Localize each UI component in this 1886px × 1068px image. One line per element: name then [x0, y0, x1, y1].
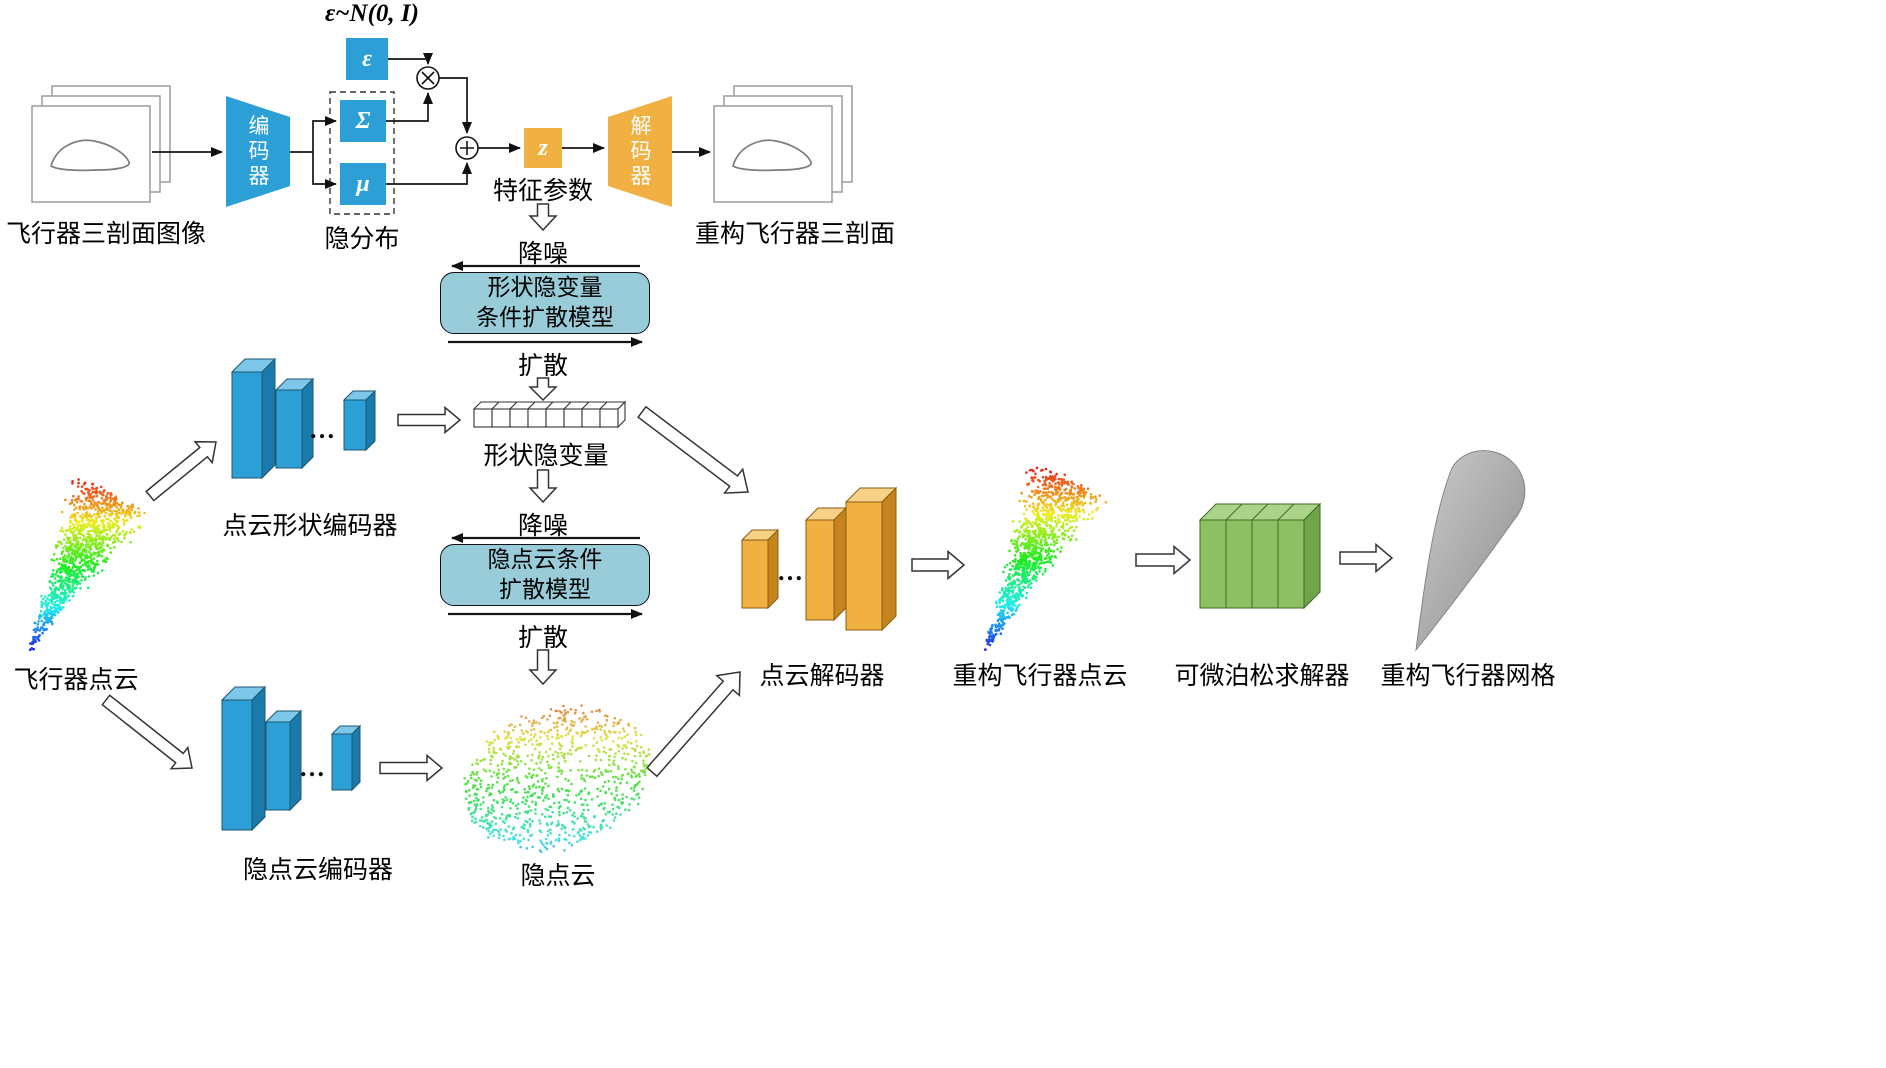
mu-box: μ	[340, 163, 386, 205]
shape-latent-cubes	[472, 400, 627, 429]
input-images-label: 飞行器三剖面图像	[5, 221, 207, 248]
latent-diffusion-line2: 扩散模型	[499, 577, 591, 602]
latent-distribution-label: 隐分布	[324, 226, 400, 253]
ellipsis-latent-encoder: …	[299, 753, 325, 782]
denoise-diffuse-arrows	[448, 261, 643, 619]
vae-connectors	[152, 53, 711, 189]
encoder-trapezoid	[226, 96, 290, 207]
ellipsis-shape-encoder: …	[309, 415, 335, 444]
latent-pointcloud-label: 隐点云	[520, 863, 596, 890]
pc-decoder-bars	[740, 486, 898, 632]
diffuse-label-1: 扩散	[517, 353, 569, 380]
shape-latent-label: 形状隐变量	[483, 443, 609, 470]
latent-encoder-bars	[220, 685, 362, 832]
shape-diffusion-line2: 条件扩散模型	[476, 305, 614, 330]
aircraft-pointcloud-label: 飞行器点云	[13, 667, 139, 694]
shape-diffusion-model: 形状隐变量 条件扩散模型	[440, 272, 650, 334]
z-box: z	[524, 128, 562, 168]
recon-mesh	[1415, 450, 1526, 652]
latent-diffusion-model: 隐点云条件 扩散模型	[440, 544, 650, 606]
latent-distribution-frame	[329, 91, 395, 215]
add-node	[455, 136, 479, 160]
poisson-solver-label: 可微泊松求解器	[1174, 663, 1350, 690]
latent-encoder-label: 隐点云编码器	[242, 857, 394, 884]
flow-arrows	[101, 203, 1394, 783]
recon-mesh-label: 重构飞行器网格	[1380, 663, 1556, 690]
shape-encoder-bars	[230, 357, 377, 480]
decoder-label: 解码器	[628, 114, 652, 190]
recon-image-stack	[713, 85, 853, 203]
epsilon-box: ε	[346, 38, 388, 80]
latent-pointcloud	[463, 704, 651, 853]
recon-pointcloud-label: 重构飞行器点云	[952, 663, 1128, 690]
shape-encoder-label: 点云形状编码器	[222, 513, 398, 540]
multiply-node	[416, 66, 440, 90]
latent-diffusion-line1: 隐点云条件	[487, 546, 603, 572]
decoder-trapezoid	[608, 96, 672, 207]
feature-params-label: 特征参数	[492, 178, 594, 205]
aircraft-pointcloud	[28, 478, 146, 652]
encoder-label: 编码器	[246, 114, 270, 190]
diffuse-label-2: 扩散	[517, 625, 569, 652]
denoise-label-2: 降噪	[517, 513, 569, 540]
denoise-label-1: 降噪	[517, 241, 569, 268]
shape-diffusion-line1: 形状隐变量	[487, 274, 603, 300]
sigma-box: Σ	[340, 100, 386, 142]
input-image-stack	[31, 85, 171, 203]
recon-images-label: 重构飞行器三剖面	[694, 221, 896, 248]
poisson-solver-box	[1198, 502, 1322, 610]
noise-distribution-label: ε~N(0, I)	[325, 0, 419, 27]
recon-pointcloud	[984, 466, 1108, 651]
ellipsis-pc-decoder: …	[777, 557, 803, 586]
pc-decoder-label: 点云解码器	[759, 663, 885, 690]
